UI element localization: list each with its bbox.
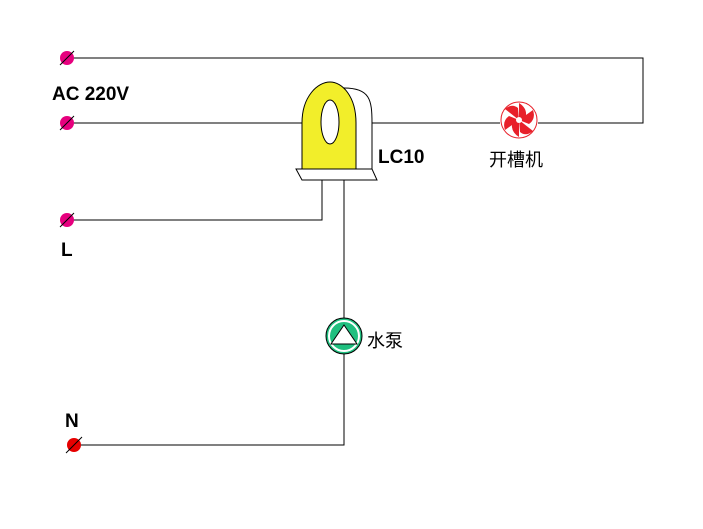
supply-label: AC 220V — [52, 84, 129, 105]
wire-pump-to-neutral — [74, 354, 345, 446]
wire-line-to-sensor — [67, 175, 323, 221]
neutral-label: N — [65, 411, 79, 432]
line-label: L — [61, 240, 73, 261]
fan-motor-icon — [500, 101, 538, 139]
pump-label: 水泵 — [367, 331, 403, 352]
terminal-icon — [59, 212, 75, 228]
wire-top-loop — [67, 57, 644, 124]
wires — [67, 57, 644, 446]
pump-icon — [325, 317, 363, 355]
terminal-icon — [59, 50, 75, 66]
terminal-icon — [59, 115, 75, 131]
sensor-label: LC10 — [378, 147, 424, 168]
motor-label: 开槽机 — [489, 150, 543, 171]
terminal-icon — [65, 436, 83, 454]
current-transformer-icon — [295, 81, 378, 181]
